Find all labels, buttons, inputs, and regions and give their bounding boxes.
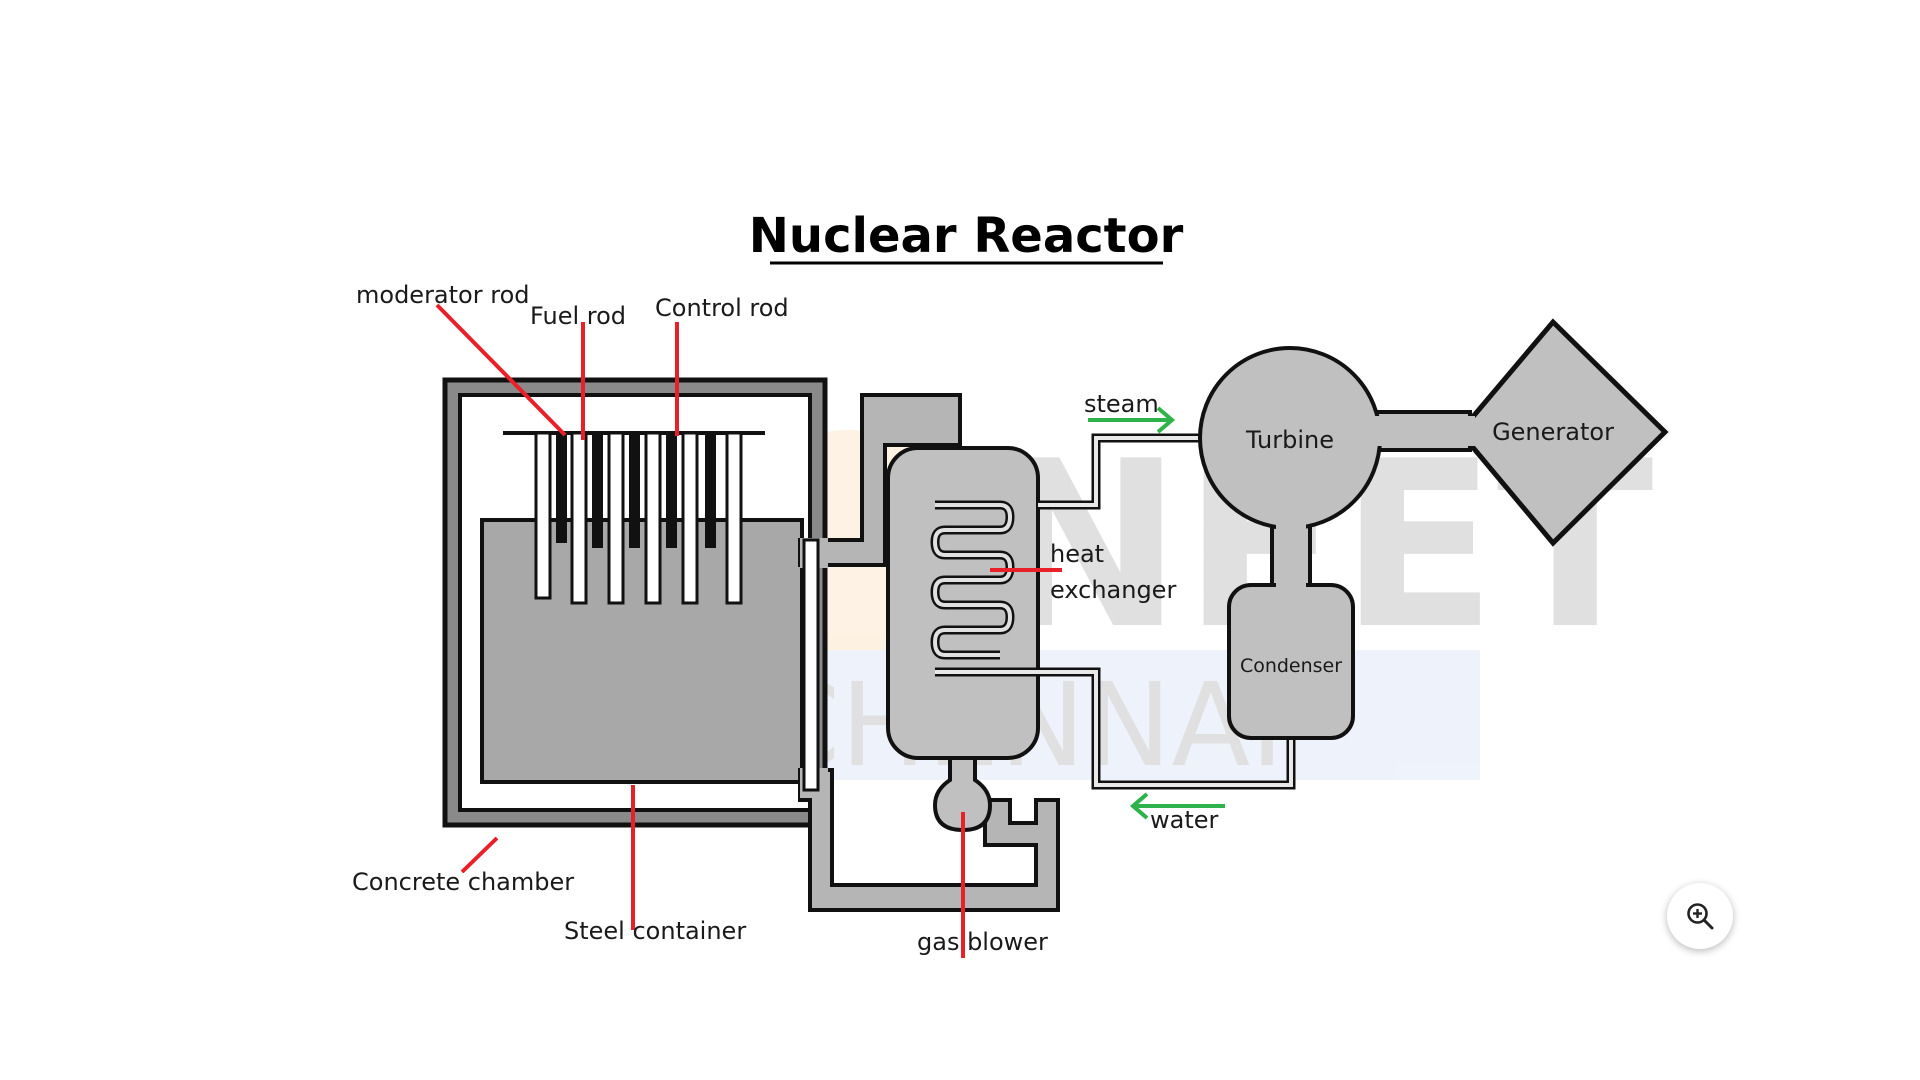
fuel-rod xyxy=(644,431,662,605)
moderator-rod xyxy=(705,433,716,548)
moderator-rod xyxy=(629,433,640,548)
fuel-rod-label: Fuel rod xyxy=(530,302,626,330)
concrete-chamber-leader xyxy=(460,836,499,874)
fuel-rod xyxy=(725,431,743,605)
condenser-label: Condenser xyxy=(1240,655,1342,677)
concrete-chamber-label: Concrete chamber xyxy=(352,868,574,896)
component-labels: moderator rod Fuel rod Control rod Concr… xyxy=(352,281,1219,956)
zoom-in-icon xyxy=(1687,903,1714,930)
fuel-rod xyxy=(534,431,552,600)
diagram-title: Nuclear Reactor xyxy=(749,208,1184,264)
water-label: water xyxy=(1150,806,1219,834)
generator: Generator xyxy=(1450,318,1669,547)
control-rod-label: Control rod xyxy=(655,294,789,322)
gas-blower-label: gas blower xyxy=(917,928,1048,956)
rod-assembly xyxy=(503,431,765,605)
moderator-rod-label: moderator rod xyxy=(356,281,529,309)
steel-container-label: Steel container xyxy=(564,917,746,945)
heat-exchanger-label-line2: exchanger xyxy=(1050,576,1176,604)
water-pipe xyxy=(935,667,1296,790)
control-rod xyxy=(666,433,677,548)
steam-label: steam xyxy=(1084,390,1159,418)
fuel-rod xyxy=(607,431,625,605)
control-rod xyxy=(592,433,603,548)
steel-container xyxy=(480,518,804,784)
heat-exchanger xyxy=(886,446,1040,833)
moderator-rod xyxy=(556,433,567,543)
steam-arrow xyxy=(1088,406,1176,434)
heat-exchanger-label-line1: heat xyxy=(1050,540,1104,568)
turbine: Turbine xyxy=(1198,346,1472,595)
steam-pipe xyxy=(1038,433,1205,510)
zoom-in-button[interactable] xyxy=(1667,883,1733,949)
fuel-rod xyxy=(570,431,588,605)
water-arrow xyxy=(1129,792,1225,820)
moderator-rod-leader xyxy=(435,303,567,437)
condenser: Condenser xyxy=(1227,575,1355,740)
turbine-label: Turbine xyxy=(1245,426,1334,454)
leader-lines xyxy=(435,303,1062,958)
coolant-ducts xyxy=(798,393,1060,912)
fuel-rod xyxy=(681,431,699,605)
generator-label: Generator xyxy=(1492,418,1614,446)
